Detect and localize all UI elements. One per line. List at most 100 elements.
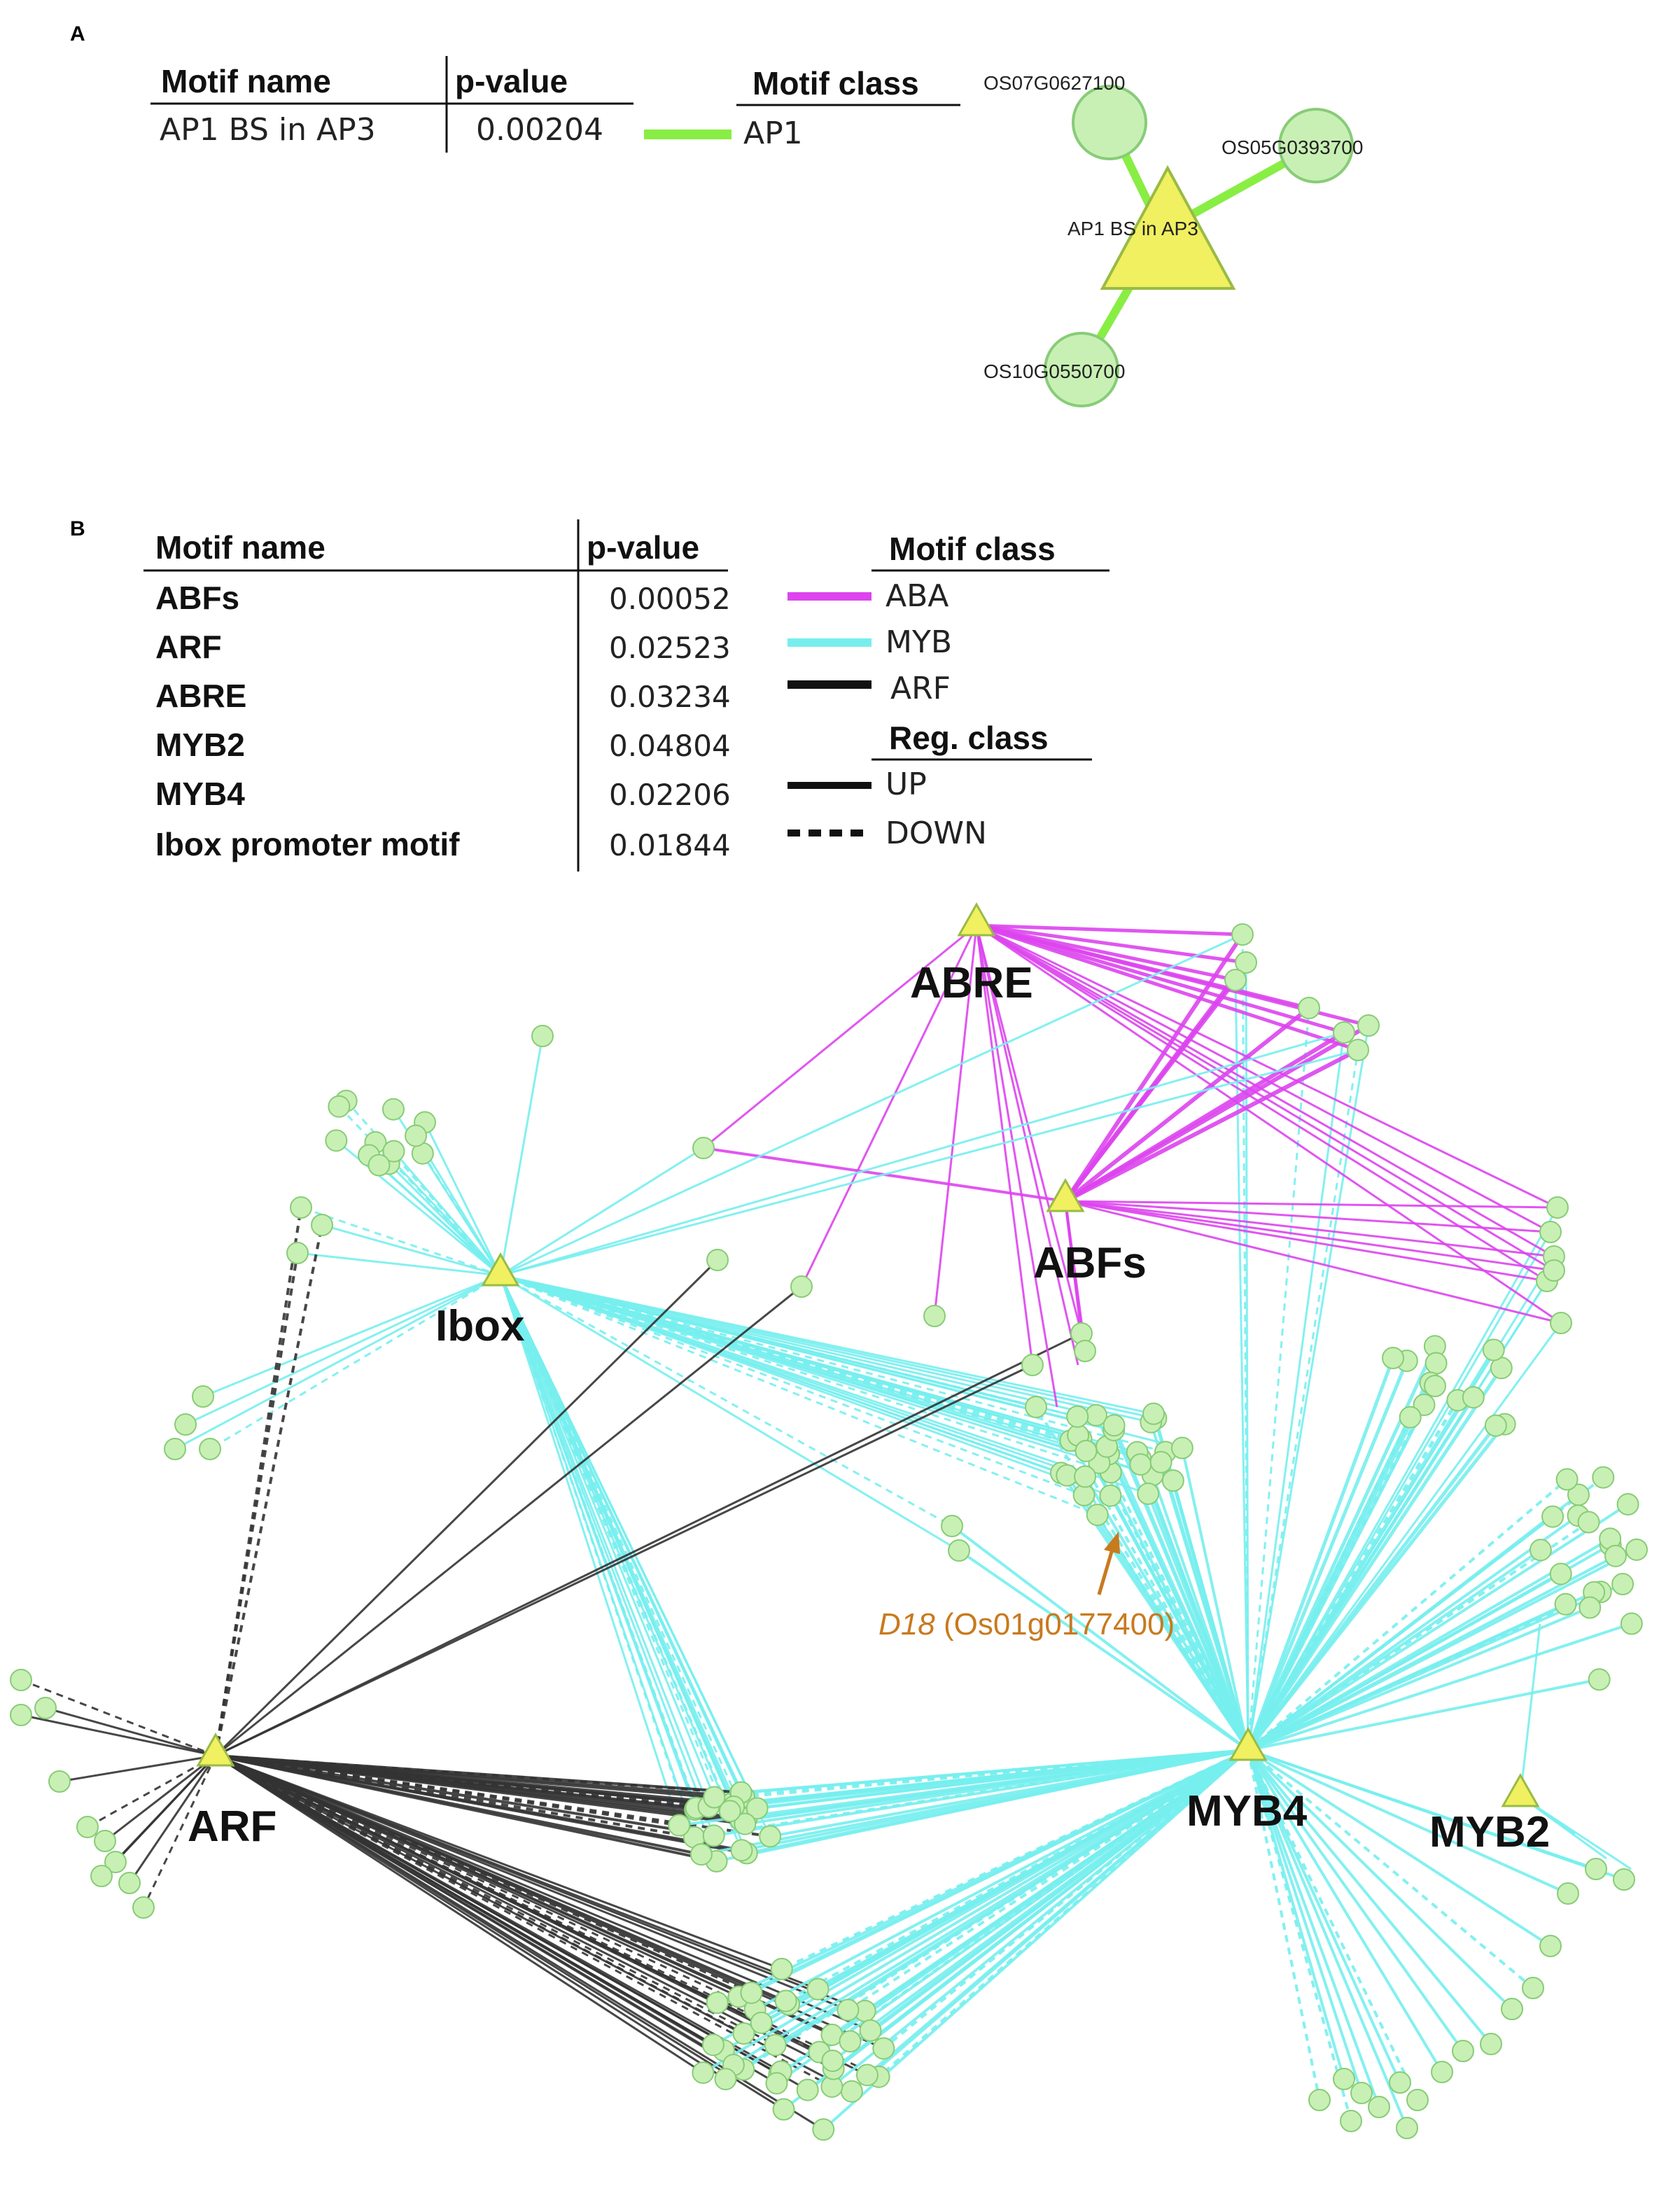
panel-b-row-name: Ibox promoter motif <box>155 826 460 862</box>
legend-label-myb: MYB <box>886 624 952 660</box>
motif-node-myb4 <box>1228 1726 1268 1761</box>
network-edge <box>976 923 1243 937</box>
network-edge <box>209 1274 501 1450</box>
network-edge <box>500 1274 1149 1495</box>
network-edge <box>500 1274 1154 1415</box>
network-edge <box>1063 979 1238 1203</box>
network-edge <box>1246 1360 1409 1751</box>
gene-node <box>836 1998 860 2022</box>
gene-node <box>1613 1868 1635 1891</box>
network-edge <box>499 1275 715 1836</box>
panel-b-row-name: MYB4 <box>155 776 245 812</box>
gene-node <box>1604 1544 1628 1567</box>
gene-node <box>1541 1505 1564 1528</box>
gene-node <box>1399 1406 1422 1429</box>
network-edge <box>745 1749 1249 1826</box>
network-edge <box>975 925 1079 1366</box>
network-edge <box>1105 1446 1250 1751</box>
network-edge <box>1246 1357 1395 1751</box>
network-edge <box>499 1275 715 1798</box>
network-edge <box>1065 1200 1555 1258</box>
network-edge <box>1247 1749 1464 2052</box>
gene-node <box>1501 1998 1523 2020</box>
network-edge <box>174 1274 501 1450</box>
network-edge <box>500 1274 1098 1516</box>
network-edge <box>499 1275 746 1825</box>
network-edge <box>214 1252 299 1756</box>
gene-node <box>1074 1465 1097 1488</box>
network-edges <box>20 923 1637 2131</box>
network-edge <box>499 1275 743 1793</box>
motif-node-ibox <box>481 1252 520 1287</box>
gene-node <box>1074 1340 1096 1362</box>
network-edge <box>783 1749 1250 2110</box>
gene-node <box>806 1977 830 2001</box>
gene-node <box>1620 1612 1643 1635</box>
network-edge <box>215 1754 715 1837</box>
hub-label-abre: ABRE <box>910 959 1033 1007</box>
network-edge <box>215 1754 825 2131</box>
panel-b-row-p: 0.01844 <box>609 828 731 862</box>
gene-node <box>746 1797 769 1820</box>
gene-node <box>34 1697 57 1719</box>
network-edge <box>1247 1322 1562 1751</box>
gene-node <box>812 2118 835 2141</box>
gene-node <box>1577 1511 1600 1534</box>
gene-node <box>132 1896 155 1919</box>
network-edge <box>1247 1749 1419 2101</box>
network-edge <box>202 1274 501 1398</box>
gene-node <box>1452 2040 1474 2062</box>
gene-node <box>1235 951 1257 974</box>
gene-node <box>718 1800 741 1823</box>
gene-node <box>1044 332 1119 407</box>
network-edge <box>702 1749 1250 2074</box>
network-edge <box>215 1754 742 1852</box>
network-edge <box>45 1707 216 1757</box>
panel-a-header-p-value: p-value <box>455 63 568 99</box>
gene-node <box>701 2033 724 2057</box>
network-edge <box>933 925 978 1317</box>
network-edge <box>1035 1406 1250 1751</box>
network-edge <box>128 1755 217 1884</box>
gene-node <box>839 2030 862 2053</box>
network-edge <box>1247 1678 1600 1751</box>
network-edge <box>1247 1749 1569 1895</box>
network-edge <box>976 924 1548 1282</box>
network-edge <box>976 924 1558 1209</box>
network-edge <box>215 1332 1082 1757</box>
network-edge <box>1247 1503 1629 1751</box>
gene-label: OS10G0550700 <box>983 360 1125 382</box>
gene-node <box>740 1981 763 2004</box>
panel-a-row-p: 0.00204 <box>476 112 603 148</box>
gene-node <box>1585 1858 1607 1880</box>
network-edge <box>1064 1006 1310 1203</box>
gene-node <box>941 1515 963 1537</box>
gene-node <box>10 1669 32 1691</box>
gene-node <box>1592 1466 1615 1489</box>
network-edge <box>321 1224 501 1277</box>
gene-node <box>1424 1352 1448 1375</box>
network-edge <box>499 1275 680 1826</box>
network-edge <box>500 1031 1345 1277</box>
network-edge <box>1247 1749 1363 2094</box>
hub-label-abfs: ABFs <box>1033 1239 1147 1287</box>
gene-node <box>1431 2061 1453 2083</box>
network-edge <box>1247 1025 1370 1751</box>
network-edge <box>701 1749 1249 1856</box>
network-edge <box>976 923 1345 1035</box>
reg-class-header: Reg. class <box>889 720 1049 756</box>
panel-b-row-p: 0.02206 <box>609 778 731 812</box>
network-edge <box>214 1259 719 1757</box>
hub-label-arf: ARF <box>188 1802 276 1851</box>
gene-node <box>1137 1482 1160 1505</box>
network-edge <box>1247 1032 1345 1751</box>
network-edge <box>215 1754 702 1856</box>
gene-node <box>855 2064 878 2087</box>
gene-node <box>692 1137 715 1159</box>
panel-b-table: Motif name p-value ABFs 0.00052 ARF 0.02… <box>144 519 731 872</box>
motif-node-abfs <box>1046 1177 1085 1212</box>
legend-label-up: UP <box>886 766 927 802</box>
gene-node <box>118 1872 141 1894</box>
network-edge <box>424 1121 502 1276</box>
gene-node <box>90 1865 113 1887</box>
